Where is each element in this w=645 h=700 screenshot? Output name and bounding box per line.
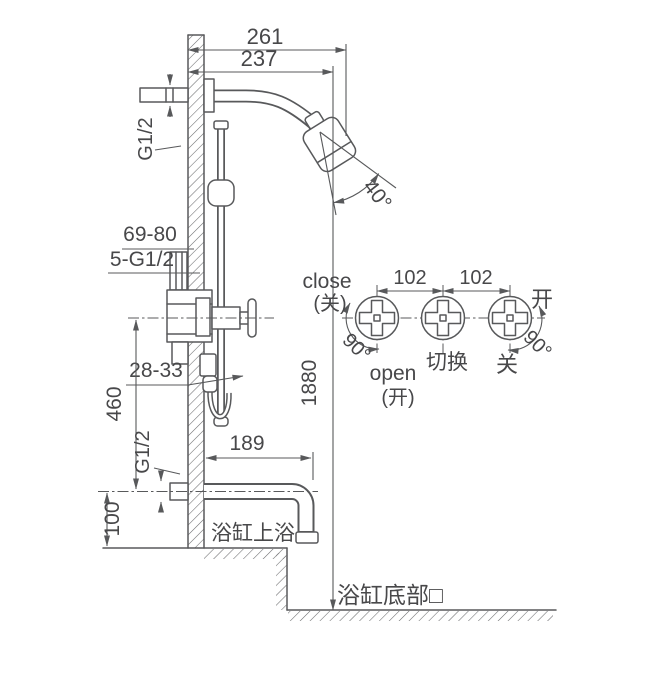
label-open-short: 开 bbox=[531, 287, 553, 312]
dim-69-80: 69-80 bbox=[123, 223, 177, 246]
cross-handle-left bbox=[354, 295, 400, 341]
dim-189: 189 bbox=[229, 432, 264, 455]
overhead-shower-arm bbox=[139, 78, 319, 129]
hand-shower bbox=[199, 353, 232, 420]
spout-outlet bbox=[295, 531, 319, 544]
hand-shower-holder bbox=[199, 353, 217, 377]
label-open-zh: (开) bbox=[381, 387, 414, 409]
left-dimensions: G1/2 69-80 5-G1/2 28-33 460 G1/2 100 189 bbox=[101, 74, 314, 547]
dim-102-right: 102 bbox=[459, 267, 492, 289]
dim-1880: 1880 bbox=[298, 360, 321, 407]
head-angle-label: 40° bbox=[358, 175, 396, 214]
level-labels: 浴缸上浴 浴缸底部□ bbox=[211, 522, 443, 608]
slide-bar bbox=[207, 120, 235, 427]
cross-handle-right bbox=[487, 295, 533, 341]
dim-237: 237 bbox=[241, 46, 278, 71]
label-close-zh: (关) bbox=[313, 292, 346, 315]
tub-profile bbox=[102, 547, 557, 621]
label-inlet-thread: 5-G1/2 bbox=[110, 248, 174, 271]
dim-102-left: 102 bbox=[393, 267, 426, 289]
label-close-en: close bbox=[302, 270, 351, 293]
cross-handle-middle bbox=[420, 295, 466, 341]
mixer-valve bbox=[128, 251, 274, 365]
dim-28-33: 28-33 bbox=[129, 359, 183, 382]
label-arm-thread: G1/2 bbox=[135, 117, 157, 160]
tub-spout bbox=[98, 482, 319, 544]
top-dimensions: 261 237 1880 bbox=[187, 24, 347, 611]
dim-261: 261 bbox=[247, 24, 284, 49]
label-tub-rim: 浴缸上浴 bbox=[211, 522, 295, 545]
handle-detail: 102 102 90° 90° close (关) open (开) 切换 开 … bbox=[302, 267, 555, 409]
dim-100: 100 bbox=[101, 501, 124, 536]
label-spout-thread: G1/2 bbox=[132, 430, 154, 473]
label-divert: 切换 bbox=[426, 351, 468, 374]
slide-bar-slider bbox=[207, 179, 235, 207]
label-tub-bottom: 浴缸底部□ bbox=[337, 582, 443, 608]
label-close-short: 关 bbox=[496, 352, 518, 377]
dim-460: 460 bbox=[103, 386, 126, 421]
arm-wall-flange bbox=[203, 78, 215, 113]
label-open-en: open bbox=[370, 362, 417, 385]
